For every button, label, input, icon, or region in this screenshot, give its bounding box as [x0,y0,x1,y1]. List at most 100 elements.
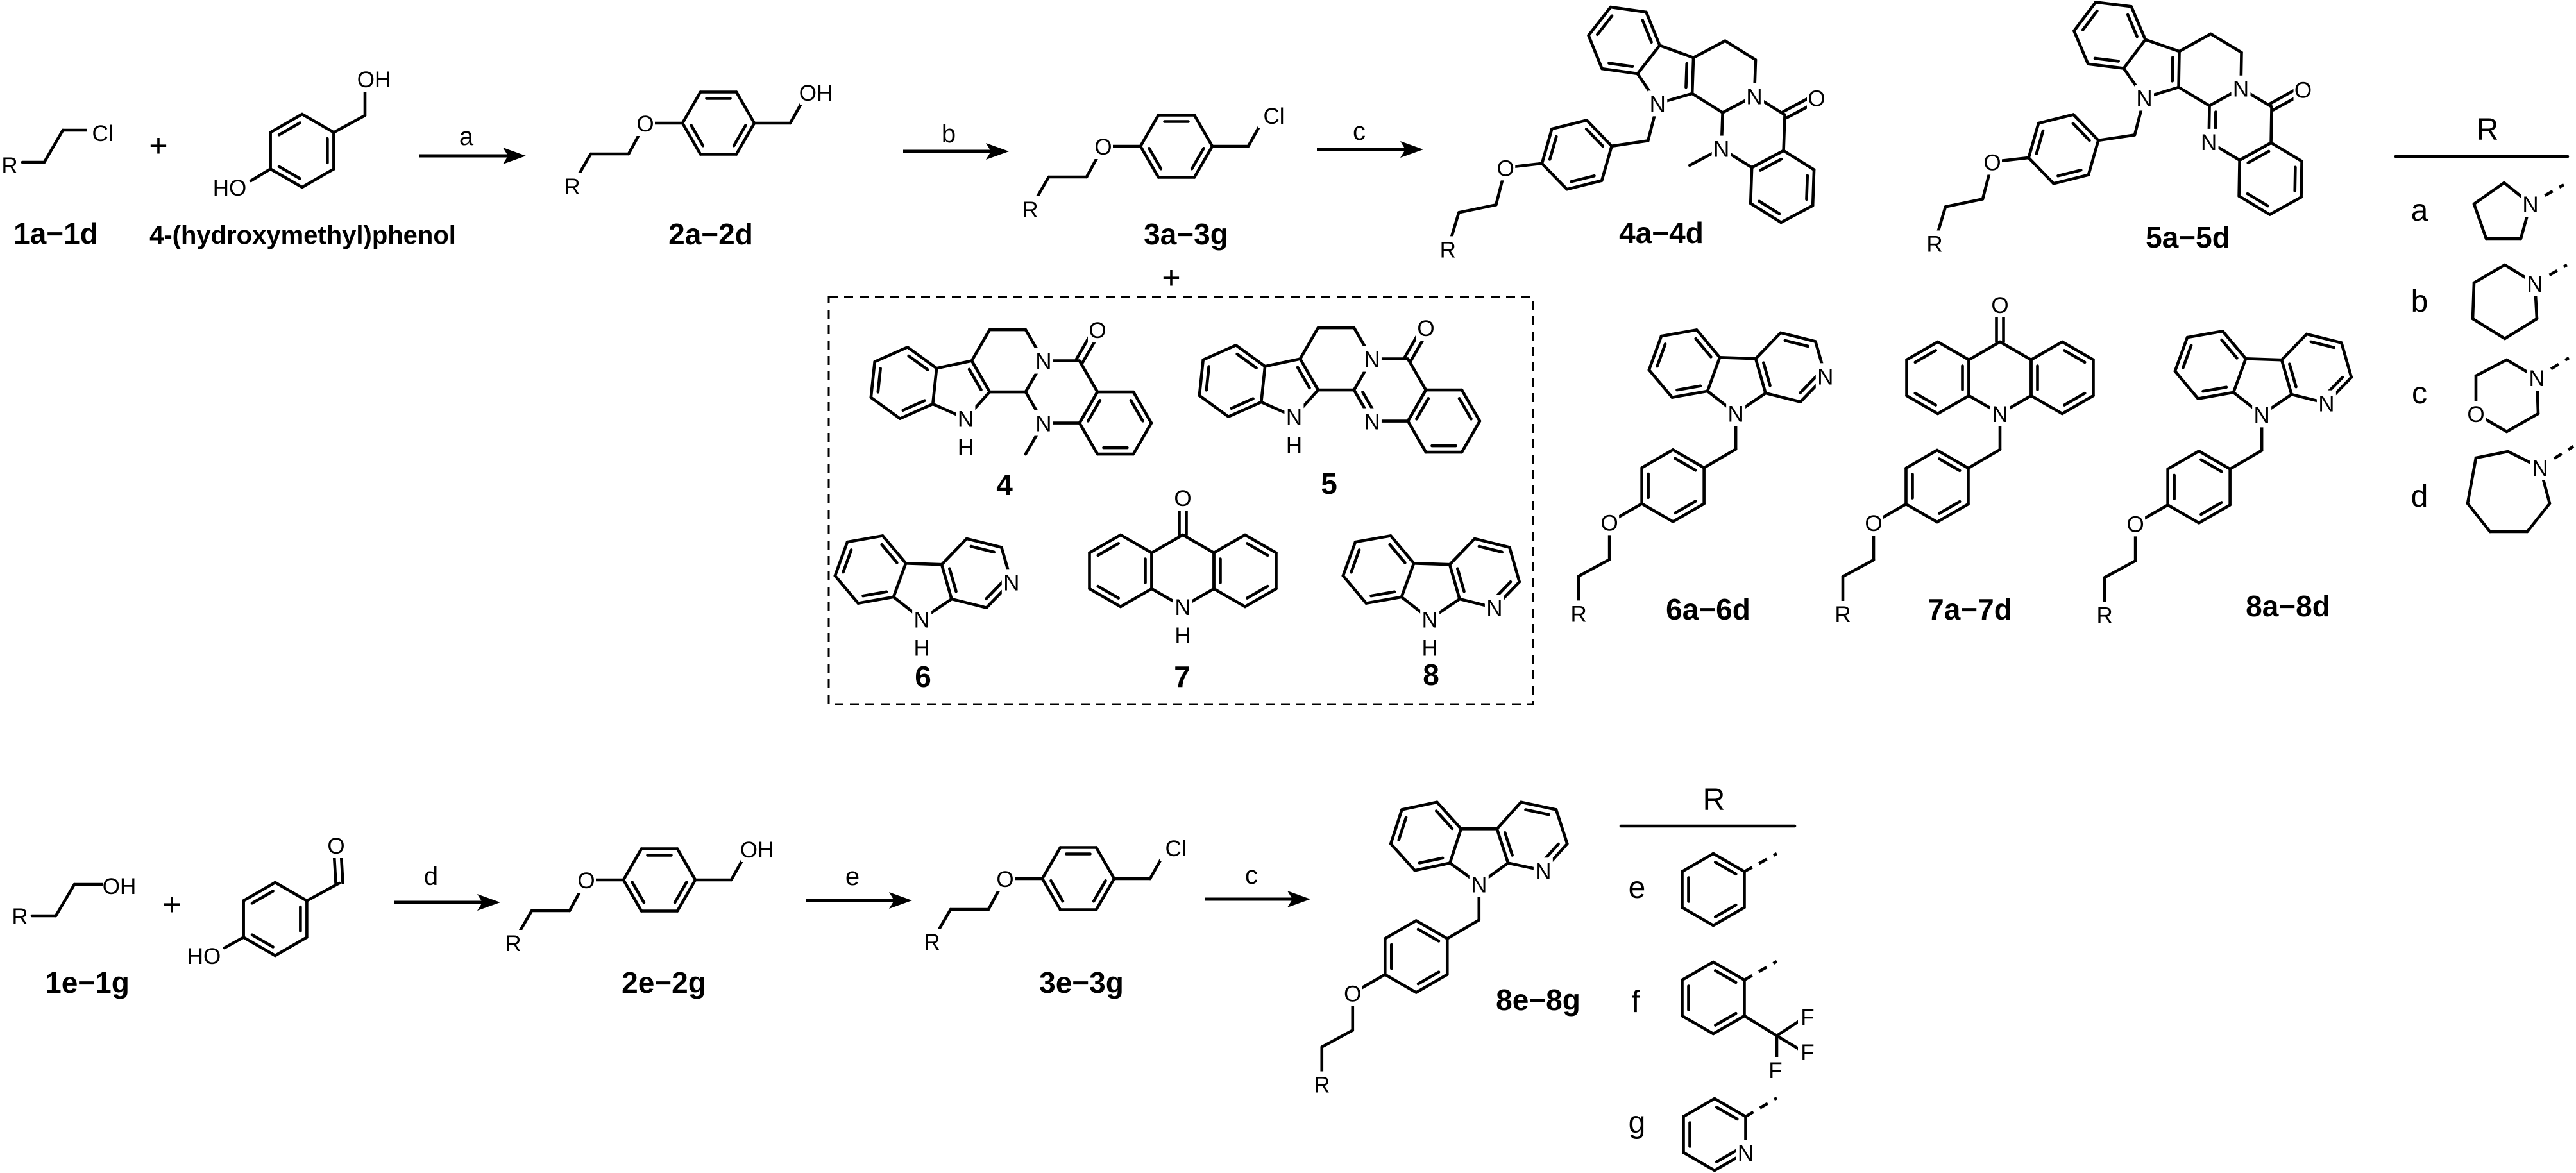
bond [1754,331,1783,360]
bond [833,574,860,605]
ether-o-atom: O [1094,135,1112,160]
structure-1e-1g: ROH [10,873,136,929]
bond [1448,827,1463,865]
n14-atom: N [1364,410,1380,435]
compound-label-8a-8d: 8a−8d [2246,589,2330,623]
bond [940,562,953,601]
bond [1148,856,1164,881]
bond [1775,1019,1801,1038]
atom-mask [2199,128,2219,155]
bond [1078,421,1099,456]
bond [1198,358,1205,398]
atom-mask [188,943,220,968]
bond [2228,449,2264,471]
reaction-arrow-d [394,894,500,911]
bond [2094,1,2133,8]
double-bond-line [1715,1106,1739,1121]
bond [1243,533,1278,555]
double-bond-line [969,544,996,554]
atom-mask [1362,408,1382,434]
bond [1782,113,1786,153]
ether-o-atom: O [1497,156,1514,181]
r-table-2: R e f g [1619,783,1797,1140]
bond [1414,919,1449,940]
bond [1565,179,1604,191]
atom-mask [1864,510,1883,536]
bond [729,857,745,882]
bond [2173,369,2200,400]
attachment-bond [1743,852,1778,873]
atom-mask [504,930,523,956]
bond [2060,394,2095,416]
atom-mask [1600,509,1620,536]
amide-n-atom: N [1035,350,1051,375]
bond [1383,919,1418,940]
atom-mask [922,929,942,954]
bond [1364,595,1403,605]
double-bond-line [2056,169,2083,178]
atom-mask [912,606,932,632]
atom-mask [1033,410,1053,436]
bond [675,847,697,882]
atom-mask [2293,76,2313,103]
reaction-arrow-e [806,892,912,909]
double-bond-line [1641,19,1653,44]
n14-atom: N [1035,412,1051,437]
double-bond-line [1799,374,1818,395]
bond [1298,357,1320,392]
bond [1671,502,1706,523]
r-table-header: R [1703,783,1725,817]
bond [1695,328,1722,359]
double-bond-line [1758,157,1783,172]
double-bond-line [1805,174,1809,201]
bond [845,534,885,544]
atom-mask [1160,835,1192,861]
bond [734,90,756,125]
atom-mask [1033,348,1053,374]
bond [305,881,341,902]
attachment-bond [1743,960,1778,981]
bond [1670,389,1709,399]
carbonyl-o-atom: O [1991,293,2008,318]
atom-mask [214,174,246,200]
bond [2269,141,2303,163]
compound-label-2a-2d: 2a−2d [668,217,753,251]
compound-label-1e-1g: 1e−1g [45,966,130,999]
atom-mask [1726,400,1746,426]
atom-mask [2316,390,2336,416]
double-bond-line [1049,879,1065,903]
double-bond-line [631,880,646,904]
double-bond-line [948,567,958,593]
bond [940,537,969,566]
bond [931,366,938,406]
atom-mask [577,867,596,893]
double-bond-line [1388,543,1407,564]
bond [1658,44,1695,60]
atom-mask [1416,315,1436,341]
atom-mask [1469,871,1489,897]
bond [1389,808,1403,845]
ether-o-atom: O [577,868,595,893]
double-bond-line [2081,9,2099,31]
plus-sign: + [162,886,181,922]
atom-mask [1798,1039,1817,1065]
bond [1681,960,1715,982]
atom-mask [996,866,1015,891]
double-bond-line [1415,397,1430,421]
bond [1775,1034,1801,1051]
r-row-label-d: d [2411,480,2428,514]
bond [2525,502,2552,534]
bond [1659,328,1699,338]
atom-mask [563,173,582,199]
bond [1577,558,1611,578]
bond [1550,119,1589,131]
atom-mask [1648,90,1668,117]
double-bond-line [1758,199,1781,215]
amide-n-atom: N [1364,348,1380,373]
double-bond-line [2201,385,2228,393]
bond [1495,827,1510,865]
atom-mask [1798,1004,1817,1029]
